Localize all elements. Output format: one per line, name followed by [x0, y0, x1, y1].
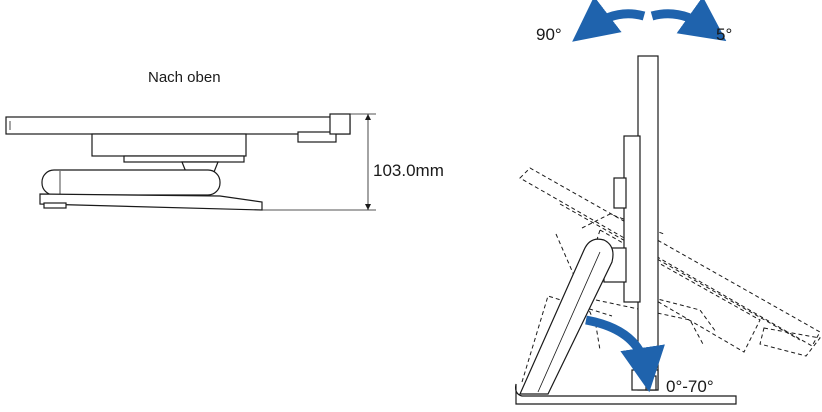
stand-angle-label: 0°-70°	[666, 377, 714, 396]
stand-base	[39, 193, 263, 211]
stand-arm-side	[519, 238, 614, 395]
tilt-back-arrow	[572, 0, 646, 42]
top-view-title: Nach oben	[148, 69, 221, 86]
top-view-drawing	[5, 113, 376, 211]
stand-angle-arrow	[585, 315, 665, 393]
monitor-side-profile	[637, 55, 659, 391]
height-dimension-label: 103.0mm	[373, 161, 444, 180]
side-connector	[297, 131, 337, 143]
tilt-back-label: 90°	[536, 25, 562, 44]
side-view-drawing	[515, 55, 821, 405]
stand-base-side	[515, 383, 737, 405]
rear-housing	[91, 133, 247, 157]
tilt-forward-label: 5°	[716, 25, 732, 44]
monitor-rear-housing	[623, 135, 641, 303]
tilt-forward-arrow	[650, 0, 727, 42]
stand-arm	[41, 169, 221, 196]
